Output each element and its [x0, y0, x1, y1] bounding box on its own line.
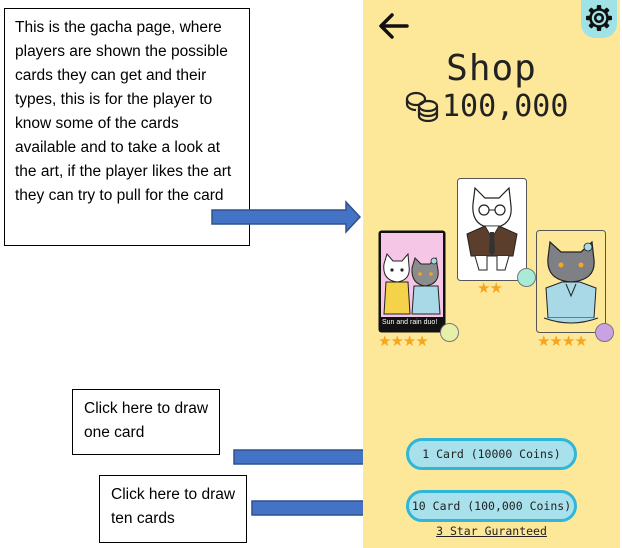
- card-white-cat[interactable]: [457, 178, 527, 281]
- star-icon: ★: [574, 333, 587, 350]
- gear-icon: [586, 5, 612, 31]
- draw-one-card-button[interactable]: 1 Card (10000 Coins): [406, 438, 577, 470]
- draw-ten-cards-button[interactable]: 10 Card (100,000 Coins): [406, 490, 577, 522]
- star-icon: ★: [477, 280, 490, 297]
- arrow-to-cards: [211, 200, 362, 234]
- ten-card-note: Click here to draw ten cards: [99, 475, 247, 543]
- star-icon: ★: [402, 333, 416, 350]
- star-icon: ★: [390, 333, 403, 350]
- card-rarity-stars: ★★★★: [537, 333, 588, 350]
- gacha-description-note: This is the gacha page, where players ar…: [4, 8, 250, 246]
- draw-one-card-label: 1 Card (10000 Coins): [422, 447, 561, 461]
- page-title: Shop: [446, 48, 537, 89]
- coin-balance-value: 100,000: [442, 88, 569, 124]
- one-card-note-text: Click here to draw one card: [84, 400, 209, 441]
- back-arrow-icon[interactable]: [377, 10, 411, 42]
- star-icon: ★: [378, 333, 391, 350]
- card-art-white-cat: [457, 178, 527, 281]
- card-type-indicator: [517, 268, 536, 287]
- card-type-indicator: [440, 323, 459, 342]
- one-card-note: Click here to draw one card: [72, 389, 220, 455]
- card-grey-cat[interactable]: [536, 230, 606, 333]
- card-rarity-stars: ★★★★: [378, 333, 429, 350]
- card-caption: Sun and rain duo!: [382, 319, 438, 326]
- ten-card-note-text: Click here to draw ten cards: [111, 486, 236, 527]
- card-sun-and-rain[interactable]: Sun and rain duo!: [378, 230, 446, 333]
- coin-stack-icon: [405, 91, 439, 122]
- settings-button[interactable]: [581, 0, 617, 38]
- star-icon: ★: [489, 280, 502, 297]
- draw-ten-cards-label: 10 Card (100,000 Coins): [411, 499, 572, 513]
- card-art-sun-rain-duo: [378, 230, 446, 333]
- card-art-grey-cat: [536, 230, 606, 333]
- star-icon: ★: [537, 333, 550, 350]
- star-icon: ★: [549, 333, 562, 350]
- card-rarity-stars: ★★: [477, 280, 503, 297]
- star-icon: ★: [561, 333, 575, 350]
- star-icon: ★: [415, 333, 428, 350]
- card-type-indicator: [595, 323, 614, 342]
- coin-balance: 100,000: [404, 88, 568, 124]
- gacha-description-text: This is the gacha page, where players ar…: [15, 19, 232, 204]
- guarantee-link[interactable]: 3 Star Guranteed: [436, 524, 547, 538]
